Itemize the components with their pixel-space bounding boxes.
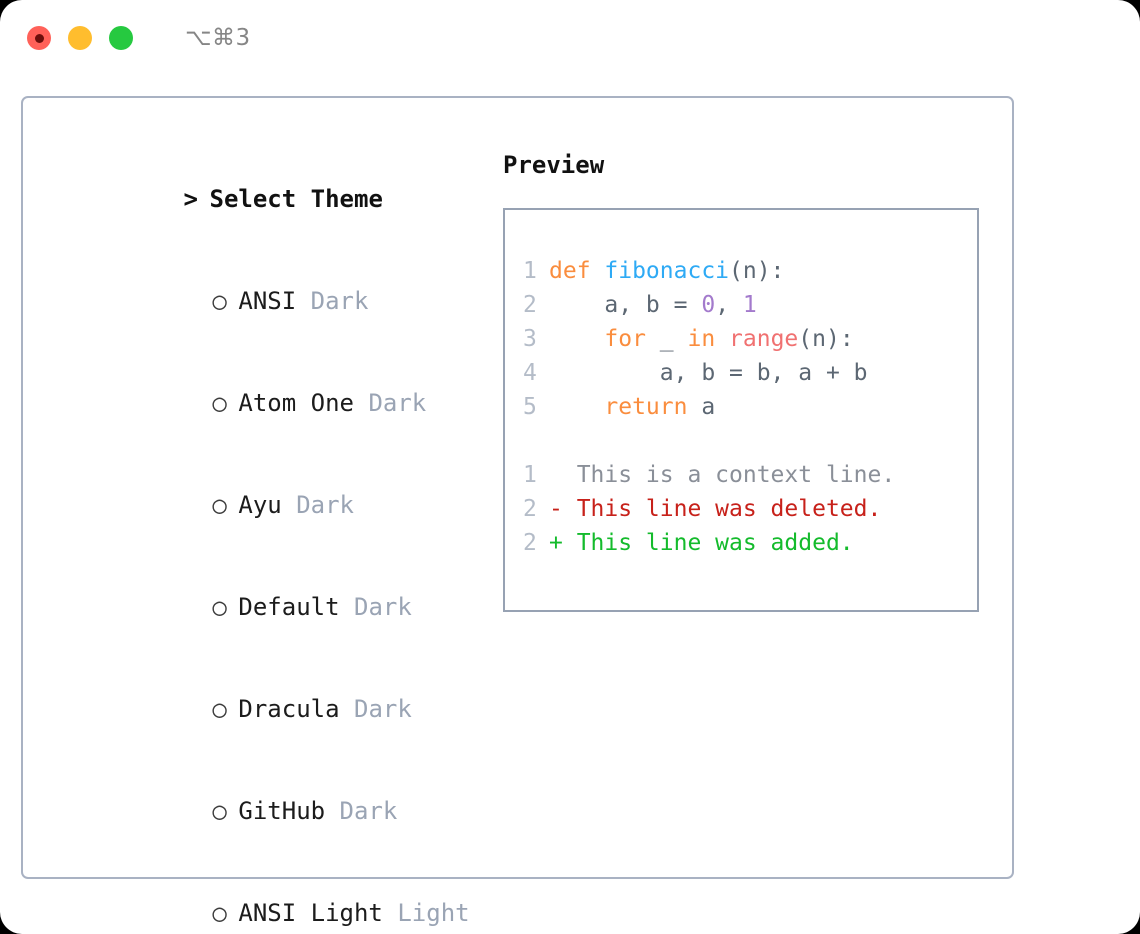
line-number: 2 [523, 292, 537, 318]
minimize-button[interactable] [68, 26, 92, 50]
theme-list[interactable]: ○ ANSI Dark ○ Atom One Dark ○ Ayu Dark ○ Def… [39, 250, 489, 934]
code-line: 1 def fibonacci(n): [523, 254, 977, 288]
diff-line-added: 2 + This line was added. [523, 526, 977, 560]
code-line: 2 a, b = 0, 1 [523, 288, 977, 322]
diff-text: - This line was deleted. [549, 496, 882, 522]
line-number: 1 [523, 258, 537, 284]
shortcut-label: ⌥⌘3 [185, 25, 251, 51]
diff-text: + This line was added. [549, 530, 854, 556]
code-token: _ [645, 326, 688, 352]
code-token: (n): [729, 258, 785, 284]
theme-name: ANSI Light [238, 899, 383, 927]
code-token: for [604, 326, 646, 352]
window-controls [27, 26, 133, 50]
theme-name: Default [238, 593, 340, 621]
main-panel: >Select Theme ○ANSI Dark ○Atom One Dark … [21, 96, 1014, 927]
line-number: 4 [523, 360, 537, 386]
code-token [715, 326, 729, 352]
diff-line-context: 1 This is a context line. [523, 458, 977, 492]
radio-icon: ○ [212, 389, 227, 417]
radio-icon: ○ [212, 899, 227, 927]
code-token: (n): [798, 326, 854, 352]
theme-option[interactable]: ○ Default Dark [39, 556, 489, 658]
line-number: 2 [523, 530, 537, 556]
radio-icon: ○ [212, 491, 227, 519]
code-token [549, 326, 604, 352]
code-spacer [523, 424, 977, 458]
code-line: 4 a, b = b, a + b [523, 356, 977, 390]
preview-heading: Preview [503, 151, 605, 179]
line-number: 3 [523, 326, 537, 352]
code-token: , [715, 292, 743, 318]
theme-option[interactable]: ○ Atom One Dark [39, 352, 489, 454]
theme-variant-tag: Dark [354, 695, 412, 723]
code-token: return [604, 394, 688, 420]
line-number: 2 [523, 496, 537, 522]
code-token: a, b = b, a + b [549, 360, 868, 386]
theme-column: > Select Theme ○ ANSI Dark ○ Atom One Dark … [39, 148, 489, 934]
select-theme-heading: > Select Theme [39, 148, 489, 250]
title-bar: ⌥⌘3 [0, 0, 1140, 76]
code-token: 1 [742, 292, 757, 318]
theme-name: Atom One [238, 389, 354, 417]
theme-option[interactable]: ○ Ayu Dark [39, 454, 489, 556]
radio-icon: ○ [212, 593, 227, 621]
diff-line-deleted: 2 - This line was deleted. [523, 492, 977, 526]
theme-option[interactable]: ○ ANSI Light Light [39, 862, 489, 934]
code-line: 3 for _ in range(n): [523, 322, 977, 356]
focus-marker-icon: > [183, 185, 198, 213]
theme-variant-tag: Light [397, 899, 470, 927]
theme-name: Dracula [238, 695, 340, 723]
theme-option[interactable]: ○ ANSI Dark [39, 250, 489, 352]
code-token: fibonacci [604, 258, 730, 284]
theme-variant-tag: Dark [354, 593, 412, 621]
diff-text: This is a context line. [549, 462, 896, 488]
theme-name: GitHub [238, 797, 326, 825]
radio-icon: ○ [212, 797, 227, 825]
code-token: range [729, 326, 799, 352]
theme-variant-tag: Dark [296, 491, 354, 519]
code-token: in [687, 326, 716, 352]
theme-variant-tag: Dark [310, 287, 369, 315]
theme-variant-tag: Dark [339, 797, 398, 825]
maximize-button[interactable] [109, 26, 133, 50]
code-line: 5 return a [523, 390, 977, 424]
theme-variant-tag: Dark [368, 389, 427, 417]
code-token: a [687, 394, 716, 420]
code-token: a, b = [549, 292, 702, 318]
line-number: 1 [523, 462, 537, 488]
line-number: 5 [523, 394, 537, 420]
code-token: def [549, 258, 605, 284]
radio-icon: ○ [212, 287, 227, 315]
theme-option[interactable]: ○ GitHub Dark [39, 760, 489, 862]
theme-option[interactable]: ○ Dracula Dark [39, 658, 489, 760]
radio-icon: ○ [212, 695, 227, 723]
code-token [549, 394, 604, 420]
close-button[interactable] [27, 26, 51, 50]
theme-name: Ayu [238, 491, 282, 519]
theme-name: ANSI [238, 287, 297, 315]
code-token: 0 [701, 292, 716, 318]
select-theme-title: Select Theme [209, 185, 383, 213]
